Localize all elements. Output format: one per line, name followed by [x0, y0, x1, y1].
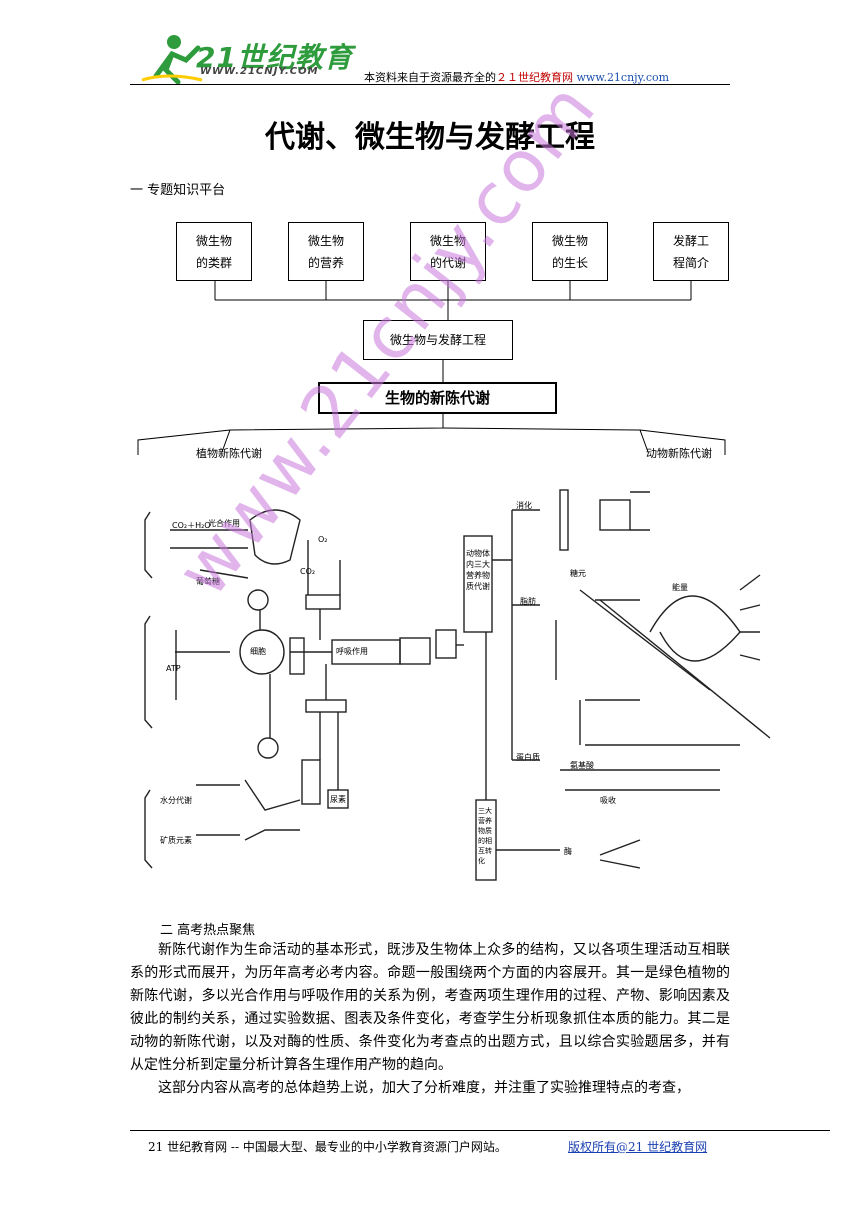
box-microbe-nutrition: 微生物的营养: [288, 222, 364, 281]
label-energy: 能量: [672, 583, 688, 592]
header-divider: [130, 84, 730, 85]
label-mineral: 矿质元素: [160, 836, 192, 845]
label-glycogen: 糖元: [570, 569, 586, 578]
label-co2: CO₂: [300, 567, 316, 576]
footer-copyright-link[interactable]: 版权所有@21 世纪教育网: [568, 1140, 708, 1154]
label-enzyme: 酶: [564, 847, 572, 856]
label-atp: ATP: [166, 664, 181, 673]
label-absorb: 吸收: [600, 796, 616, 805]
diagram-connectors: [137, 281, 771, 881]
box-microbes-fermentation: 微生物与发酵工程: [363, 320, 513, 360]
label-cell: 细胞: [250, 647, 266, 656]
page-title: 代谢、微生物与发酵工程: [265, 120, 595, 155]
header-note-url[interactable]: www.21cnjy.com: [576, 71, 670, 84]
label-respiration: 呼吸作用: [336, 647, 368, 656]
label-light: 光合作用: [208, 519, 240, 528]
branch-animal-metabolism: 动物新陈代谢: [646, 447, 712, 460]
box-microbe-metabolism: 微生物的代谢: [410, 222, 486, 281]
label-o2: O₂: [318, 535, 328, 544]
box-fermentation-engineering: 发酵工程简介: [653, 222, 729, 281]
box-microbe-groups: 微生物的类群: [176, 222, 252, 281]
footer-left-text: 21 世纪教育网 -- 中国最大型、最专业的中小学教育资源门户网站。: [148, 1140, 507, 1154]
label-protein: 蛋白质: [516, 753, 540, 762]
label-amino-acid: 氨基酸: [570, 761, 594, 770]
box-biological-metabolism: 生物的新陈代谢: [318, 382, 557, 414]
label-digest: 消化: [516, 501, 532, 510]
header-note-prefix: 本资料来自于资源最齐全的: [364, 71, 496, 84]
footer-divider: [130, 1130, 830, 1131]
logo-figure-icon: [141, 35, 203, 85]
paragraph-2: 这部分内容从高考的总体趋势上说，加大了分析难度，并注重了实验推理特点的考查，: [158, 1080, 690, 1096]
label-water-metabolism: 水分代谢: [160, 796, 192, 805]
box-microbe-growth: 微生物的生长: [532, 222, 608, 281]
section-one-heading: 一 专题知识平台: [130, 183, 226, 198]
branch-plant-metabolism: 植物新陈代谢: [196, 447, 262, 460]
header-note: 本资料来自于资源最齐全的２１世纪教育网 www.21cnjy.com: [364, 69, 669, 85]
label-lipid: 脂肪: [520, 597, 536, 606]
paragraph-1: 新陈代谢作为生命活动的基本形式，既涉及生物体上众多的结构，又以各项生理活动互相联…: [130, 942, 730, 1073]
label-nutrient-integration: 三大营养物质的相互转化: [478, 807, 492, 865]
label-urea: 尿素: [330, 795, 346, 804]
label-co2-water: CO₂＋H₂O: [172, 521, 211, 530]
logo-brand: 21世纪教育: [196, 41, 353, 74]
label-animal-nutrient-metabolism: 动物体内三大营养物质代谢: [466, 549, 490, 591]
section-two-heading: 二 高考热点聚焦: [160, 923, 256, 938]
header-note-site[interactable]: ２１世纪教育网: [496, 71, 573, 84]
logo-url: WWW.21CNJY.COM: [200, 66, 319, 77]
label-sugar: 葡萄糖: [196, 577, 220, 586]
